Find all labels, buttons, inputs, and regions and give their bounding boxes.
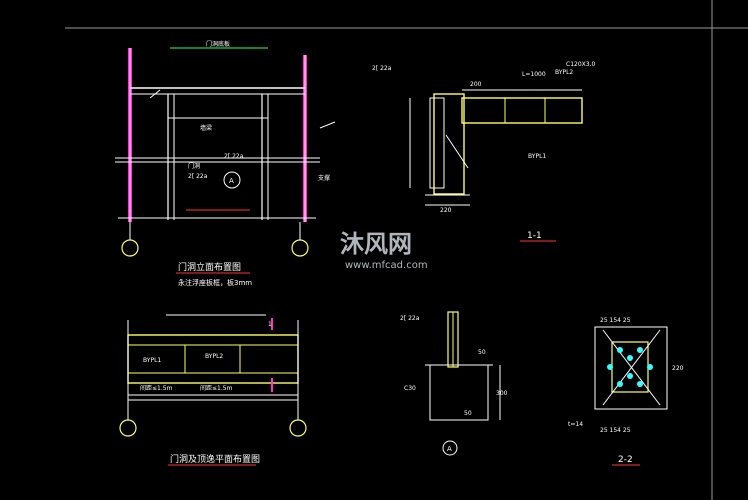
door-elevation-view: 门洞底板 2[ 22a 门洞 2[ 22a A 墙梁 支撑 门洞立面布置图 永注… (115, 40, 336, 287)
elev-note-2: 支撑 (318, 174, 330, 182)
s11-label-b: BYPL2 (555, 69, 573, 76)
s11-dim-side: 200 (470, 81, 482, 88)
detail-a-label-e: 50 (478, 349, 486, 356)
elev-note-1: 墙梁 (200, 124, 212, 132)
plan-label-b: BYPL2 (205, 353, 223, 360)
s22-dim-top: 25 154 25 (600, 317, 631, 324)
plan-label-c: 间距≤1.5m (140, 384, 173, 392)
s11-label-a: 2[ 22a (372, 65, 392, 72)
watermark-url: www.mfcad.com (345, 260, 428, 271)
detail-a-view: A 2[ 22a C30 300 50 50 (400, 311, 508, 456)
s22-title: 2-2 (618, 455, 633, 465)
s22-dim-side: 220 (672, 365, 684, 372)
detail-a-circle: A (447, 445, 452, 453)
elev-label-beam-c: 2[ 22a (224, 153, 244, 160)
s11-dim-top: L=1000 (522, 71, 546, 78)
elev-label-beam-b: 门洞 (188, 162, 200, 170)
s22-note: t=14 (568, 421, 583, 428)
watermark: 沐风网 www.mfcad.com (340, 230, 428, 271)
s11-note: C120X3.0 (566, 61, 595, 68)
detail-a-label-b: C30 (404, 385, 416, 392)
elev-circle-label: A (229, 177, 234, 185)
s11-label-c: BYPL1 (528, 153, 546, 160)
elev-title: 门洞立面布置图 (178, 261, 241, 273)
watermark-brand: 沐风网 (340, 230, 412, 258)
door-plan-view: BYPL1 BYPL2 间距≤1.5m 间距≤1.5m 1 门洞及顶逸平面布置图 (119, 314, 307, 466)
detail-a-label-c: 300 (496, 390, 508, 397)
plan-title: 门洞及顶逸平面布置图 (170, 453, 260, 465)
plan-mark: 1 (268, 321, 272, 328)
s11-dim-bottom: 220 (440, 207, 452, 214)
s11-title: 1-1 (527, 231, 542, 241)
plan-label-a: BYPL1 (143, 357, 161, 364)
plan-label-d: 间距≤1.5m (200, 384, 233, 392)
section-1-1-view: 2[ 22a BYPL2 BYPL1 L=1000 220 200 C120X3… (372, 61, 595, 242)
elev-label-top: 门洞底板 (206, 40, 230, 48)
detail-a-label-d: 50 (464, 410, 472, 417)
s22-dim-bottom: 25 154 25 (600, 427, 631, 434)
elev-label-beam-a: 2[ 22a (188, 173, 208, 180)
detail-a-label-a: 2[ 22a (400, 315, 420, 322)
elev-subtitle: 永注浮座板框，板3mm (178, 278, 252, 287)
section-2-2-view: 25 154 25 25 154 25 220 t=14 2-2 (568, 317, 684, 466)
